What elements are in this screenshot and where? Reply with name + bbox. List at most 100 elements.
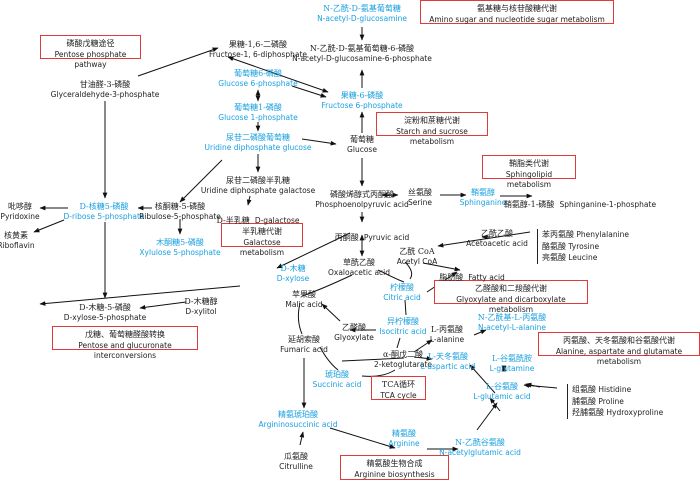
metabolite-zh: 延胡索酸 [288,335,320,344]
list-item: 羟脯氨酸 Hydroxyproline [572,408,664,417]
metabolite-zh: L-谷氨酰胺 [491,354,532,363]
metabolite-en: Isocitric acid [379,327,427,336]
metabolite-zh: 尿苷二磷酸葡萄糖 [226,133,290,142]
metabolite-en: Argininosuccinic acid [258,420,338,429]
metabolite-zh: α-酮戊二酸 [382,350,424,359]
pathway-zh: 磷酸戊糖途径 [66,39,115,48]
metabolite-zh: D-木糖 [280,264,306,273]
metabolite-zh: D-半乳糖 [216,216,250,225]
metabolite-en: Riboflavin [0,241,35,250]
metabolite-zh: 甘油醛-3-磷酸 [79,80,131,89]
pathway-en: Starch and sucrose metabolism [396,126,468,146]
pathway-en: TCA cycle [380,390,417,400]
metabolite-en: Ribulose-5-phosphate [139,212,221,221]
pathway-zh: 精氨酸生物合成 [366,459,423,468]
metabolite-zh: 脂肪酸 [439,273,464,282]
pathway-box-alanine-aspartate: 丙氨酸、天冬氨酸和谷氨酸代谢 Alanine, aspartate and gl… [538,332,700,366]
pathway-en: Glyoxylate and dicarboxylate metabolism [456,294,566,314]
reaction-arrow [422,262,461,272]
metabolite-zh: 瓜氨酸 [284,452,308,461]
metabolite-zh: 木酮糖5-磷酸 [156,238,204,247]
pathway-zh: 半乳糖代谢 [242,227,282,236]
list-item: 脯氨酸 Proline [572,396,624,406]
reaction-arrow [291,85,327,98]
metabolite-en: L-glutamic acid [473,392,531,401]
tca-cycle-curve [301,274,353,297]
metabolite-zh: L-谷氨酸 [485,382,519,391]
metabolite-en: Sphinganine [459,198,507,207]
pathway-box-starch-sucrose: 淀粉和蔗糖代谢 Starch and sucrose metabolism [376,112,488,146]
metabolite-en: Arginine [388,439,420,448]
reaction-arrow [341,357,405,362]
list-item: 亮氨酸 Leucine [542,253,598,262]
pathway-box-pentose-glucuronate: 戊糖、葡萄糖醛酸转换 Pentose and glucuronate inter… [52,326,198,360]
metabolite-zh: N-乙酰谷氨酸 [455,438,505,447]
metabolite-zh: 乙酰乙酸 [480,229,513,238]
pathway-zh: 氨基糖与核苷酸糖代谢 [477,4,557,13]
reaction-arrow [404,299,407,316]
acetoacetic-sources-list: 苯丙氨酸 Phenylalanine 酪氨酸 Tyrosine 亮氨酸 Leuc… [537,229,629,264]
pathway-en: Pentose phosphate pathway [54,49,127,69]
metabolite-en: Glucose [347,145,377,154]
metabolite-en: Oxaloacetic acid [327,268,391,277]
metabolite-zh: 琥珀酸 [324,370,349,379]
tca-cycle-curve [319,346,339,371]
reaction-arrow [473,329,487,336]
pathway-zh: 淀粉和蔗糖代谢 [404,116,460,125]
metabolite-en: 2-ketoglutarate [373,360,433,369]
metabolite-en: Glucose 1-phosphate [218,113,298,122]
pathway-zh: 戊糖、葡萄糖醛酸转换 [85,330,165,339]
metabolite-zh: 鞘氨醇 [471,188,495,197]
reaction-arrow [299,431,305,446]
metabolite-zh: D-木糖-5-磷酸 [79,303,131,312]
metabolite-en: Glyoxylate [334,333,374,342]
metabolite-en: N-acetylglutamic acid [439,448,521,457]
metabolite-zh: 异柠檬酸 [386,317,419,326]
reaction-arrow [137,47,219,77]
metabolite-zh: 葡萄糖 [349,135,374,144]
metabolite-zh: 磷酸烯醇式丙酮酸 [329,190,394,199]
reaction-arrow [413,339,433,353]
tca-cycle-curve [297,302,303,335]
metabolite-zh: N-乙酰-D-氨基葡萄糖 [323,4,401,13]
metabolite-en: Pyruvic acid [363,233,410,242]
metabolite-en: D-xylose-5-phosphate [63,313,147,322]
reaction-arrow [179,159,223,203]
reaction-arrow [396,337,401,349]
glutamic-sources-list: 组氨酸 Histidine 脯氨酸 Proline 羟脯氨酸 Hydroxypr… [567,384,663,419]
list-item: 酪氨酸 Tyrosine [542,241,600,251]
metabolite-fatty-acid: 脂肪酸 Fatty acid [439,265,505,285]
metabolite-en: N-acetyl-D-glucosamine-6-phosphate [292,54,432,63]
pathway-zh: 乙醛酸和二羧酸代谢 [475,284,547,293]
metabolite-en: Fatty acid [468,273,505,282]
metabolite-en: Succinic acid [312,380,362,389]
metabolite-zh: 柠檬酸 [390,283,414,292]
pathway-en: Amino sugar and nucleotide sugar metabol… [429,14,605,24]
metabolite-zh: N-乙酰-D-氨基葡萄糖-6-磷酸 [309,44,415,53]
metabolite-en: D-galactose [254,216,300,225]
reaction-arrow [301,138,337,146]
metabolite-zh: 鞘氨醇-1-磷酸 [503,200,555,209]
metabolite-zh: 乙醛酸 [342,323,366,332]
